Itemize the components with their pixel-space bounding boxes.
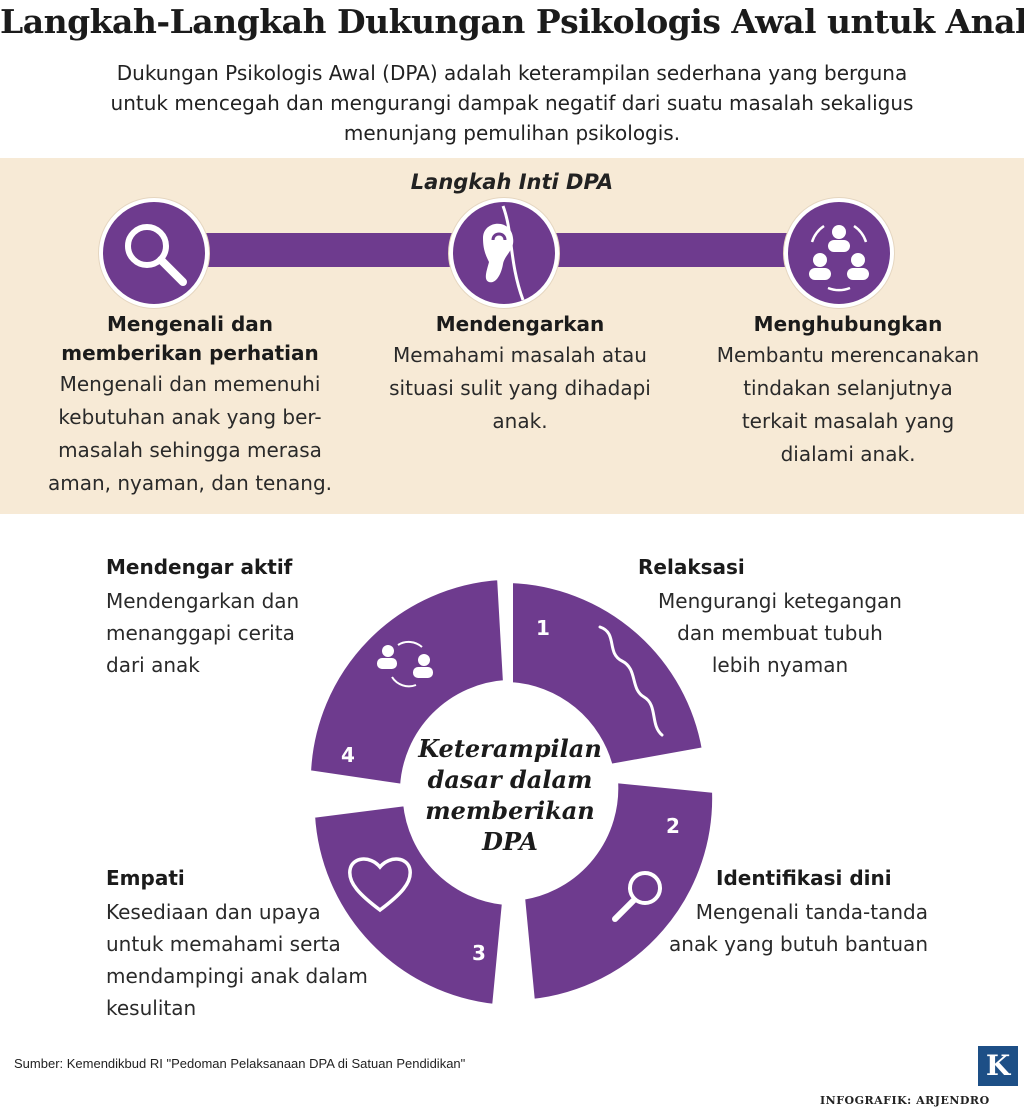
ear-icon <box>483 205 525 301</box>
skill-desc-line: anak yang butuh bantuan <box>669 932 928 956</box>
center-line: Keterampilan <box>418 734 602 763</box>
step-desc-line: terkait masalah yang <box>741 409 955 433</box>
step-title-line: Mendengarkan <box>435 312 605 336</box>
magnifier-icon <box>612 871 662 922</box>
step-1-title: Mengenali dan memberikan perhatian <box>20 310 360 368</box>
center-line: dasar dalam <box>427 765 593 794</box>
step-2-title: Mendengarkan <box>355 310 685 339</box>
step-2-circle <box>449 198 559 308</box>
step-2-block: Mendengarkan Memahami masalah atau situa… <box>355 310 685 438</box>
step-1-desc: Mengenali dan memenuhi kebutuhan anak ya… <box>20 368 360 500</box>
center-line: memberikan <box>425 796 595 825</box>
skill-4-desc: Mendengarkan dan menanggapi cerita dari … <box>106 585 366 681</box>
ring-segment-1 <box>507 576 709 771</box>
segment-number: 2 <box>666 814 680 838</box>
step-desc-line: tindakan selanjutnya <box>743 376 953 400</box>
intro-line: menunjang pemulihan psikologis. <box>343 121 681 145</box>
step-3-circle <box>784 198 894 308</box>
skill-desc-line: dari anak <box>106 653 200 677</box>
step-title-line: memberikan perhatian <box>61 341 319 365</box>
skill-desc-line: mendampingi anak dalam <box>106 964 368 988</box>
step-desc-line: Mengenali dan memenuhi <box>59 372 321 396</box>
skill-desc-line: Mengenali tanda-tanda <box>695 900 928 924</box>
skill-1-title: Relaksasi <box>638 555 745 579</box>
skill-2-title: Identifikasi dini <box>716 866 892 890</box>
step-3-desc: Membantu merencanakan tindakan selanjutn… <box>692 339 1004 471</box>
ring-segment-3 <box>308 799 509 1011</box>
skill-desc-line: dan membuat tubuh <box>677 621 883 645</box>
skill-3-desc: Kesediaan dan upaya untuk memahami serta… <box>106 896 406 1024</box>
step-title-line: Mengenali dan <box>106 312 274 336</box>
skill-1-block: Relaksasi Mengurangi ketegangan dan memb… <box>620 555 910 681</box>
skill-desc-line: menanggapi cerita <box>106 621 295 645</box>
step-desc-line: Memahami masalah atau <box>393 343 647 367</box>
intro-line: Dukungan Psikologis Awal (DPA) adalah ke… <box>116 61 908 85</box>
segment-number: 4 <box>341 743 355 767</box>
wave-icon <box>598 625 664 737</box>
skill-1-desc: Mengurangi ketegangan dan membuat tubuh … <box>620 585 910 681</box>
core-steps-heading: Langkah Inti DPA <box>410 170 614 194</box>
step-2-desc: Memahami masalah atau situasi sulit yang… <box>355 339 685 438</box>
publisher-logo: K <box>978 1046 1018 1086</box>
skill-4-block: Mendengar aktif Mendengarkan dan menangg… <box>106 555 366 681</box>
ring-segment-4 <box>304 573 510 791</box>
skill-desc-line: Mengurangi ketegangan <box>658 589 902 613</box>
page-title: Langkah-Langkah Dukungan Psikologis Awal… <box>0 2 1024 41</box>
step-desc-line: aman, nyaman, dan tenang. <box>47 471 333 495</box>
source-note: Sumber: Kemendikbud RI "Pedoman Pelaksan… <box>14 1056 466 1071</box>
step-title-line: Menghubungkan <box>753 312 943 336</box>
segment-number: 1 <box>536 616 550 640</box>
skill-3-block: Empati Kesediaan dan upaya untuk memaham… <box>106 866 406 1024</box>
skill-desc-line: untuk memahami serta <box>106 932 341 956</box>
step-desc-line: dialami anak. <box>780 442 916 466</box>
segment-number: 3 <box>472 941 486 965</box>
step-3-title: Menghubungkan <box>692 310 1004 339</box>
skill-desc-line: Kesediaan dan upaya <box>106 900 321 924</box>
step-desc-line: Membantu merencanakan <box>716 343 980 367</box>
step-desc-line: situasi sulit yang dihadapi <box>389 376 651 400</box>
step-desc-line: kebutuhan anak yang ber- <box>58 405 322 429</box>
step-desc-line: anak. <box>492 409 548 433</box>
skills-ring: 1 2 3 4 <box>304 573 719 1011</box>
step-1-block: Mengenali dan memberikan perhatian Menge… <box>20 310 360 500</box>
intro-line: untuk mencegah dan mengurangi dampak neg… <box>110 91 914 115</box>
heart-icon <box>348 857 412 913</box>
skill-4-title: Mendengar aktif <box>106 555 293 579</box>
step-3-block: Menghubungkan Membantu merencanakan tind… <box>692 310 1004 471</box>
skill-desc-line: Mendengarkan dan <box>106 589 300 613</box>
ring-center-label: Keterampilan dasar dalam memberikan DPA <box>410 733 610 857</box>
step-desc-line: masalah sehingga merasa <box>58 438 322 462</box>
infographic-credit: INFOGRAFIK: ARJENDRO <box>820 1094 990 1107</box>
skill-3-title: Empati <box>106 866 185 890</box>
skill-2-desc: Mengenali tanda-tanda anak yang butuh ba… <box>664 896 964 960</box>
intro-text: Dukungan Psikologis Awal (DPA) adalah ke… <box>40 58 984 148</box>
people-talk-icon <box>377 640 433 688</box>
skill-2-block: Identifikasi dini Mengenali tanda-tanda … <box>664 866 964 960</box>
center-line: DPA <box>482 827 538 856</box>
people-connect-icon <box>809 224 869 292</box>
ring-segment-2 <box>518 776 719 1006</box>
magnifier-icon <box>125 224 187 286</box>
step-1-circle <box>99 198 209 308</box>
skill-desc-line: lebih nyaman <box>711 653 849 677</box>
skill-desc-line: kesulitan <box>106 996 197 1020</box>
